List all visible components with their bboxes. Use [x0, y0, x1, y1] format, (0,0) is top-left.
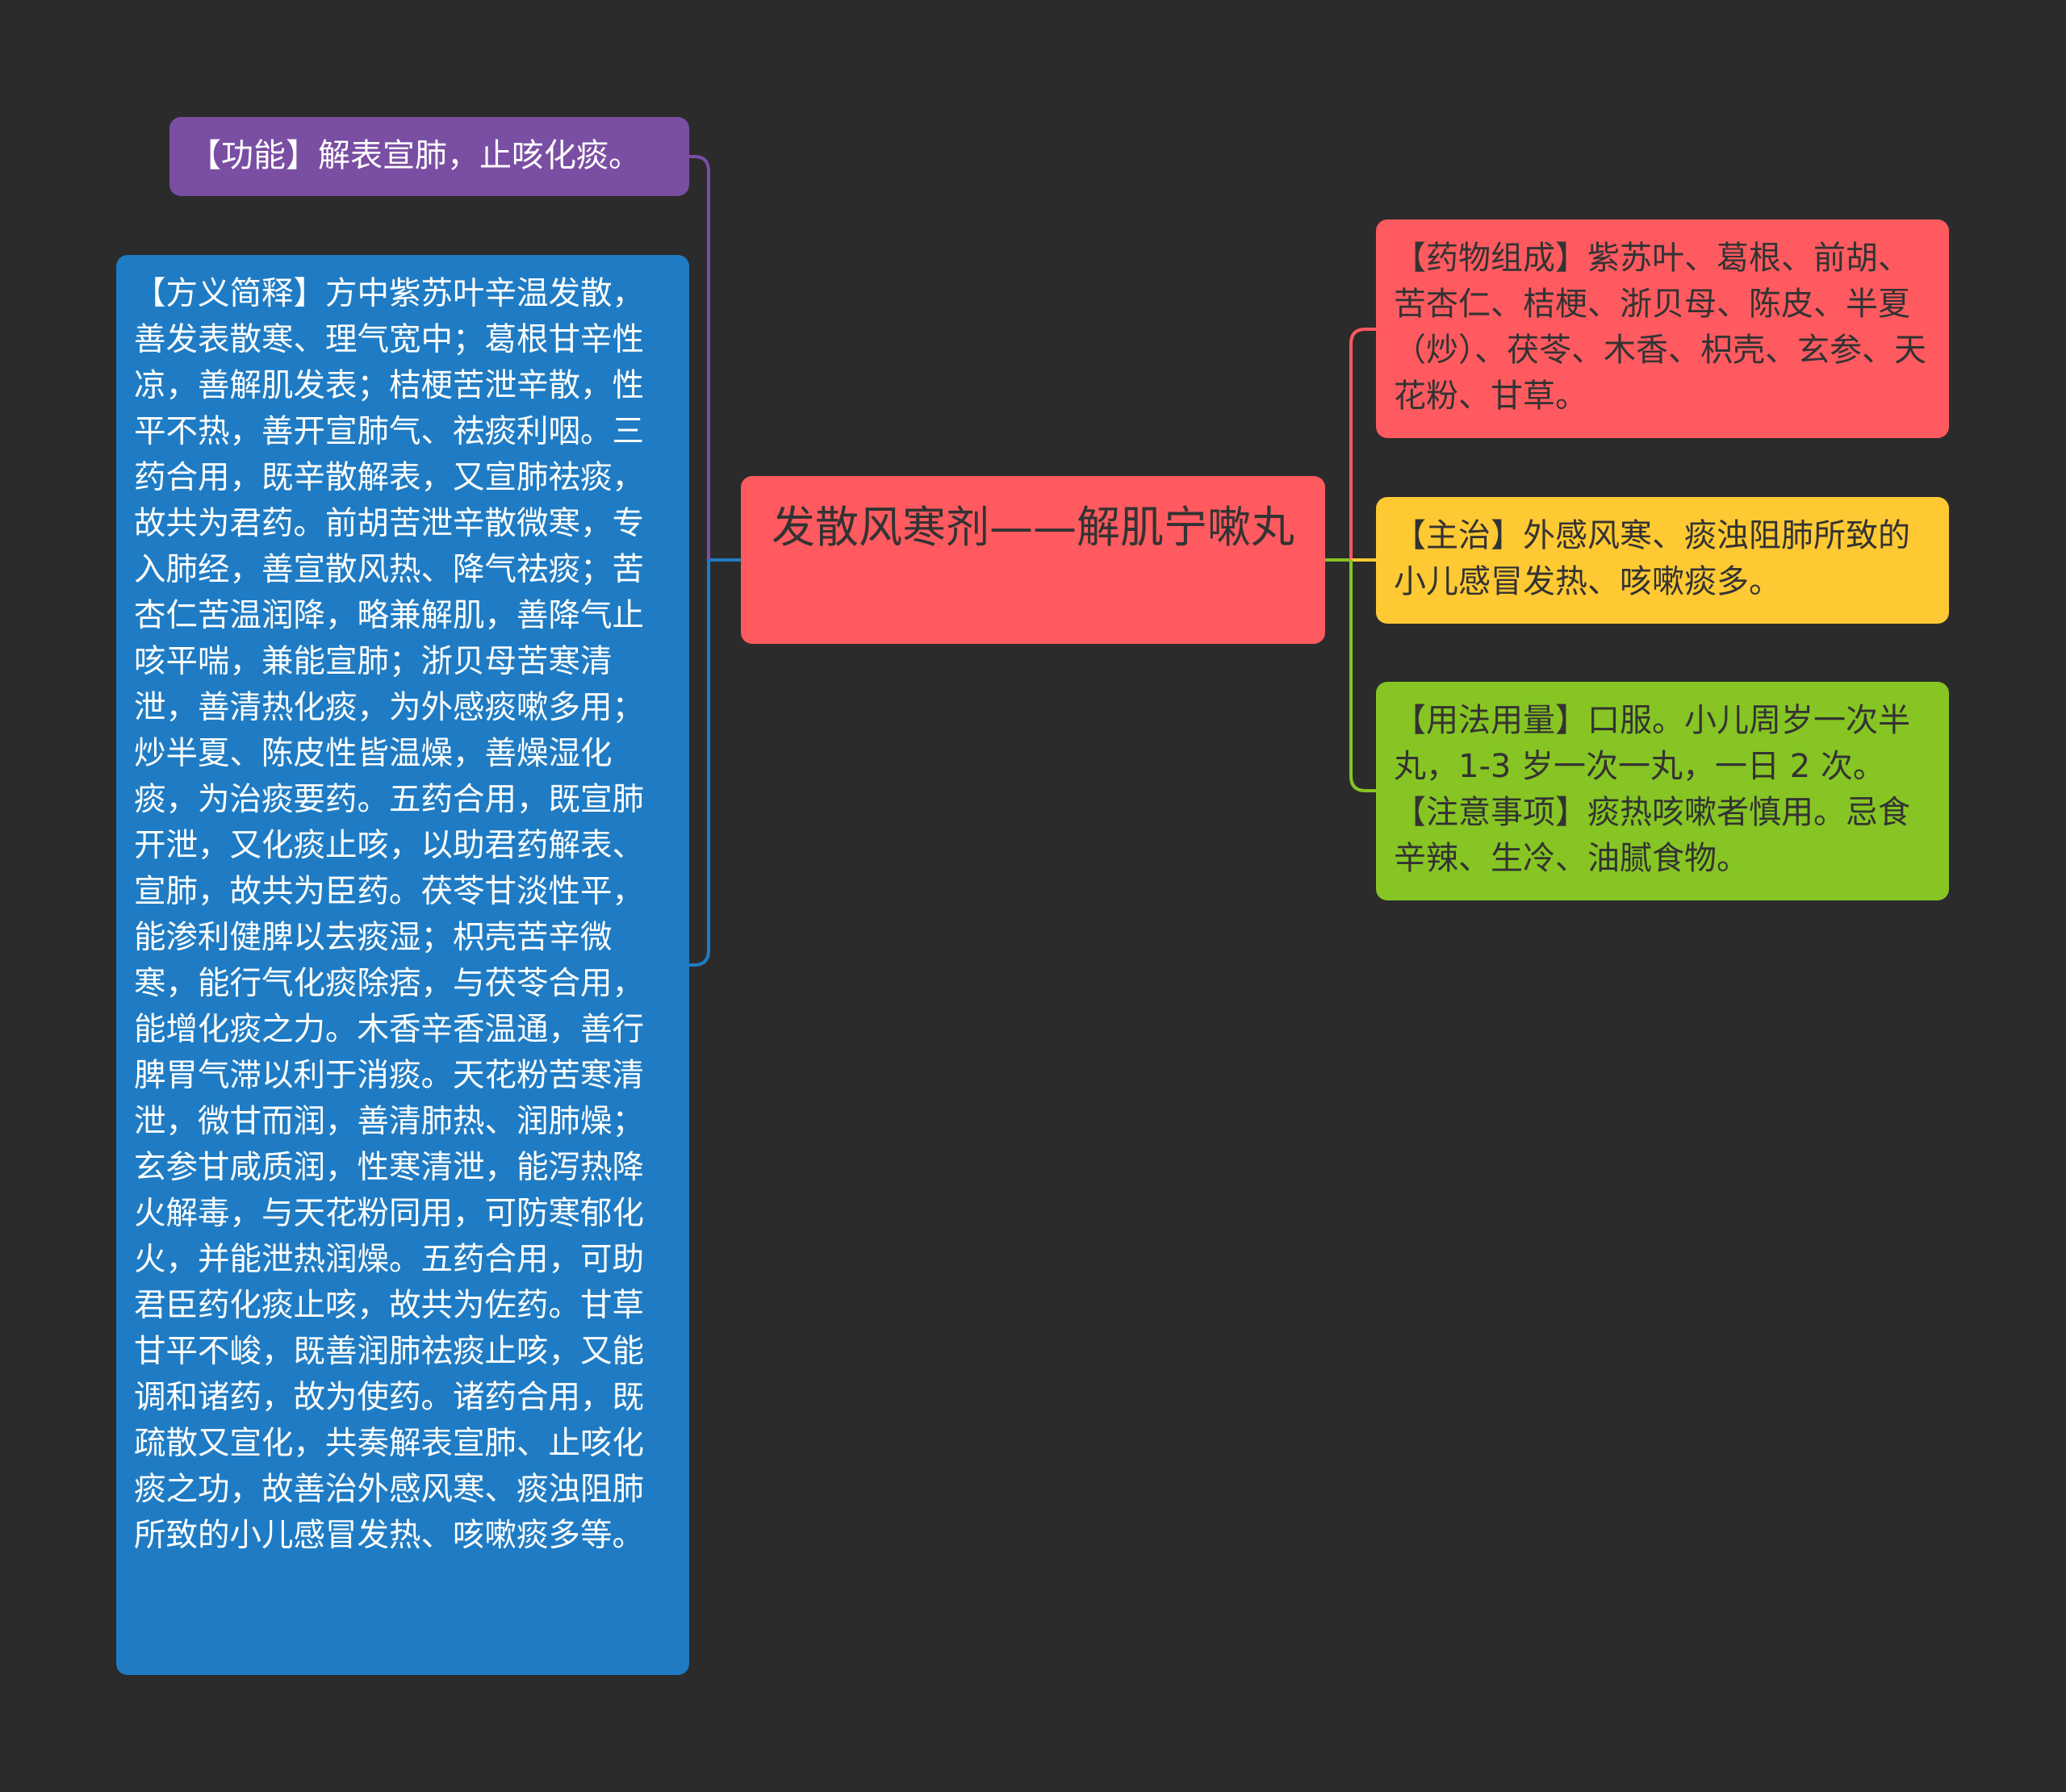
central-topic-title: 发散风寒剂——解肌宁嗽丸: [772, 502, 1294, 553]
function-node[interactable]: 【功能】解表宣肺，止咳化痰。: [169, 117, 689, 196]
composition-text: 【药物组成】紫苏叶、葛根、前胡、苦杏仁、桔梗、浙贝母、陈皮、半夏（炒）、茯苓、木…: [1394, 240, 1926, 415]
indications-node[interactable]: 【主治】外感风寒、痰浊阻肺所致的小儿感冒发热、咳嗽痰多。: [1376, 497, 1949, 624]
indications-text: 【主治】外感风寒、痰浊阻肺所致的小儿感冒发热、咳嗽痰多。: [1394, 517, 1910, 600]
connector-to-usage: [1349, 560, 1376, 792]
central-topic-node[interactable]: 发散风寒剂——解肌宁嗽丸: [741, 476, 1325, 644]
composition-node[interactable]: 【药物组成】紫苏叶、葛根、前胡、苦杏仁、桔梗、浙贝母、陈皮、半夏（炒）、茯苓、木…: [1376, 219, 1949, 438]
function-text: 【功能】解表宣肺，止咳化痰。: [189, 137, 641, 174]
formula-explanation-text: 【方义简释】方中紫苏叶辛温发散，善发表散寒、理气宽中；葛根甘辛性凉，善解肌发表；…: [134, 275, 644, 1554]
connector-to-composition: [1349, 328, 1376, 560]
connector-to-explanation: [689, 560, 710, 967]
formula-explanation-node[interactable]: 【方义简释】方中紫苏叶辛温发散，善发表散寒、理气宽中；葛根甘辛性凉，善解肌发表；…: [116, 255, 689, 1675]
usage-dosage-text: 【用法用量】口服。小儿周岁一次半丸，1-3 岁一次一丸，一日 2 次。【注意事项…: [1394, 702, 1910, 877]
connector-to-function: [689, 155, 710, 560]
usage-dosage-node[interactable]: 【用法用量】口服。小儿周岁一次半丸，1-3 岁一次一丸，一日 2 次。【注意事项…: [1376, 682, 1949, 900]
